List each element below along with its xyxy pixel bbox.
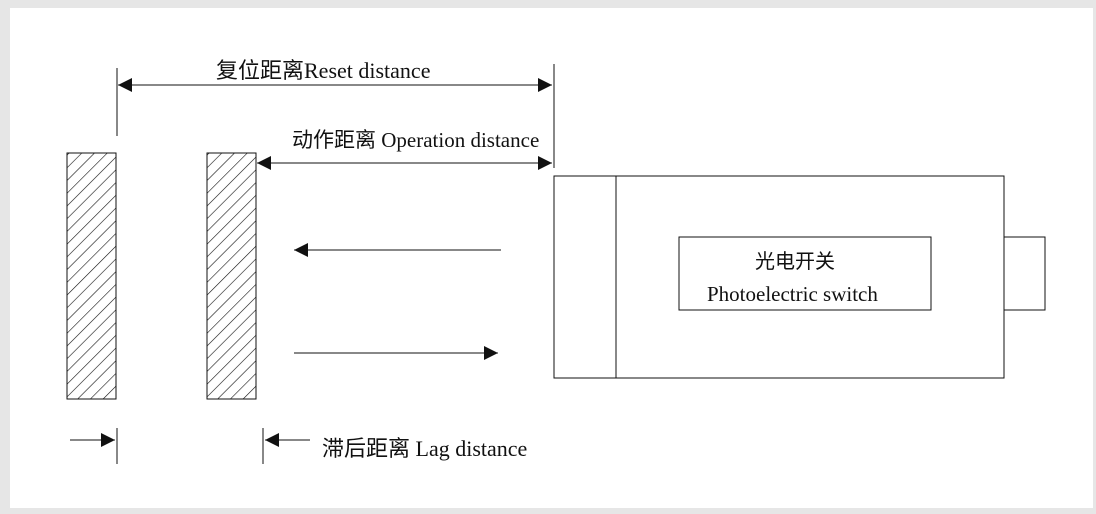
- operation-distance-label: 动作距离 Operation distance: [292, 128, 540, 152]
- switch-label-box: [678, 236, 932, 311]
- diagram-canvas: 复位距离Reset distance 动作距离 Operation distan…: [10, 8, 1093, 508]
- switch-title-en: Photoelectric switch: [707, 282, 878, 306]
- far-target-plate: [66, 152, 117, 400]
- diagram-svg: [66, 64, 1046, 464]
- lag-distance-label: 滞后距离 Lag distance: [322, 436, 528, 461]
- near-target-plate: [206, 152, 257, 400]
- reset-distance-label: 复位距离Reset distance: [216, 58, 431, 83]
- switch-connector: [1003, 236, 1046, 311]
- switch-title-cn: 光电开关: [755, 251, 835, 273]
